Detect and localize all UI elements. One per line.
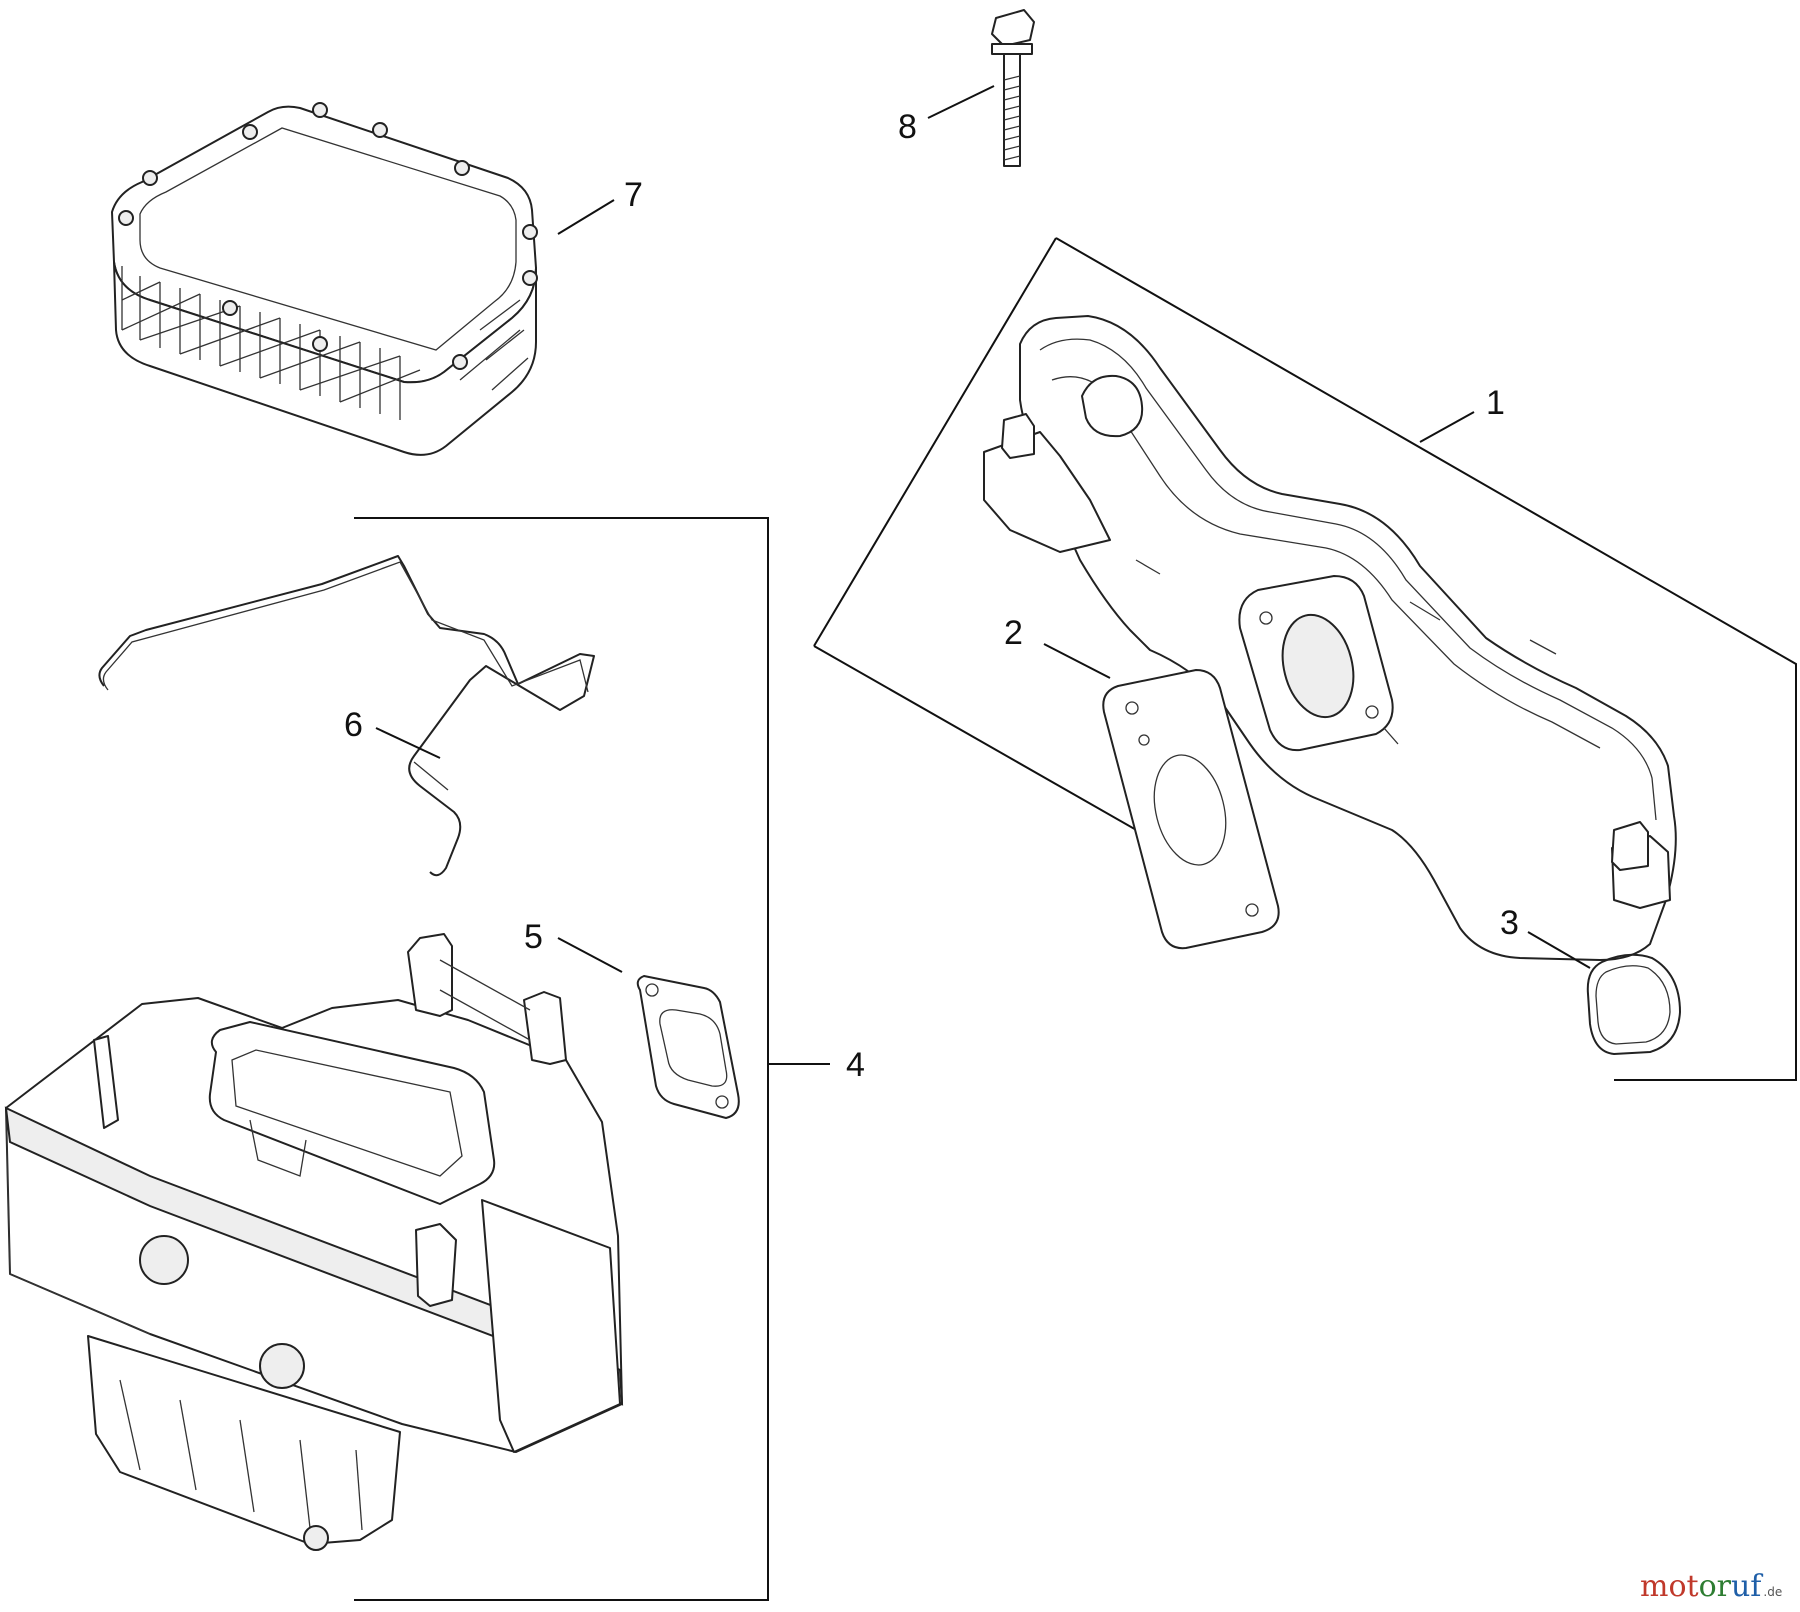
watermark-logo: motoruf.de <box>1640 1569 1782 1604</box>
leader-line-1 <box>1419 411 1475 443</box>
o-ring-part-3 <box>1586 953 1681 1055</box>
group-bracket-1 <box>1055 237 1797 1081</box>
leader-line-5 <box>557 937 623 973</box>
leader-line-6 <box>375 727 441 759</box>
callout-5: 5 <box>524 918 543 956</box>
callout-8: 8 <box>898 108 917 146</box>
callout-3: 3 <box>1500 904 1519 942</box>
leader-line-2 <box>1043 643 1111 679</box>
gasket-part-5 <box>636 975 740 1119</box>
group-bracket-4 <box>354 517 769 1601</box>
callout-2: 2 <box>1004 614 1023 652</box>
callout-6: 6 <box>344 706 363 744</box>
svg-text:motoruf.de: motoruf.de <box>1640 1569 1782 1604</box>
housing-mount-hole-left <box>139 1235 189 1285</box>
intake-manifold-part-1 <box>983 315 1677 961</box>
leader-line-3 <box>1527 931 1591 969</box>
callout-4: 4 <box>846 1046 865 1084</box>
air-filter-part-7 <box>111 102 538 456</box>
air-cleaner-base-housing <box>4 933 624 1551</box>
leader-line-7 <box>557 199 615 235</box>
callout-1: 1 <box>1486 384 1505 422</box>
wire-clip-part-6 <box>98 555 595 877</box>
callout-7: 7 <box>624 176 643 214</box>
housing-mount-hole-center <box>259 1343 305 1389</box>
manifold-gasket-part-2 <box>1102 669 1280 950</box>
group-bracket-1-left-edge <box>813 237 1057 647</box>
bolt-part-8 <box>991 9 1035 167</box>
manifold-center-port <box>1281 613 1355 719</box>
housing-mount-hole-bottom <box>303 1525 329 1551</box>
manifold-gasket-port <box>1153 754 1227 866</box>
wire-clip-inner-edge <box>102 561 589 791</box>
leader-line-8 <box>927 85 995 119</box>
